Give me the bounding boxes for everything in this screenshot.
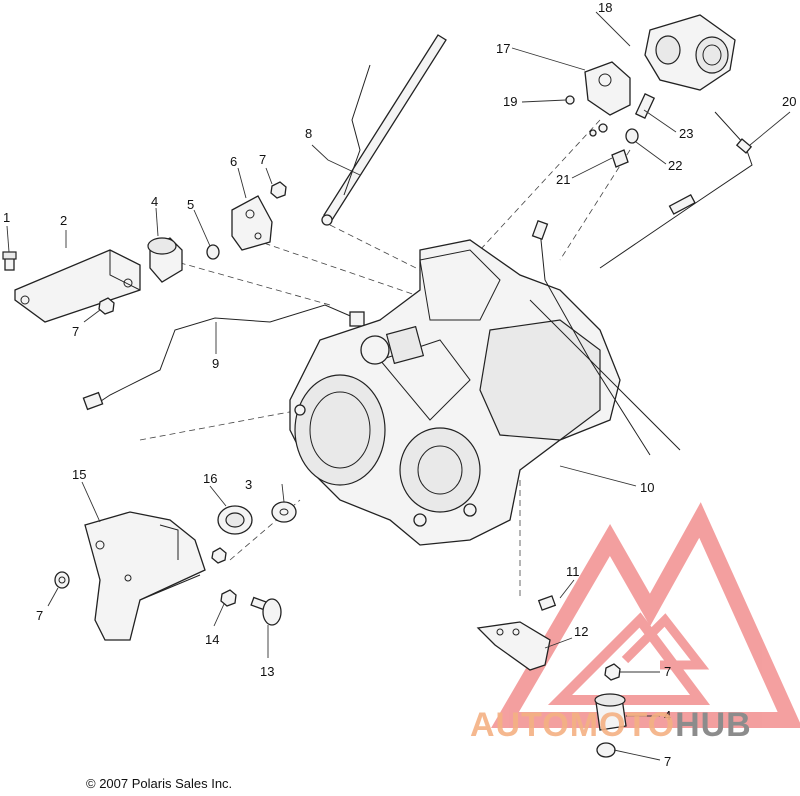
callout-18: 18 — [598, 0, 612, 15]
part-20-throttle-cable — [599, 111, 753, 269]
callout-10: 10 — [640, 480, 654, 495]
callout-15: 15 — [72, 467, 86, 482]
part-5-spacer — [206, 244, 220, 260]
callout-3: 3 — [245, 477, 252, 492]
watermark-text: AUTOMOTOHUB — [470, 708, 752, 742]
part-23-sensor — [589, 93, 656, 137]
callout-11: 11 — [566, 564, 580, 579]
part-16-rubber-mount — [217, 505, 253, 535]
leader-lines — [6, 11, 791, 761]
callout-7c: 7 — [36, 608, 43, 623]
callout-9: 9 — [212, 356, 219, 371]
part-7-nut-d — [604, 663, 621, 681]
part-4-mount-a — [147, 237, 183, 283]
callout-5: 5 — [187, 197, 194, 212]
copyright-notice: © 2007 Polaris Sales Inc. — [86, 776, 233, 791]
callout-17: 17 — [496, 41, 510, 56]
callout-7a: 7 — [259, 152, 266, 167]
part-12-bracket — [476, 621, 551, 671]
callout-1: 1 — [3, 210, 10, 225]
callout-8: 8 — [305, 126, 312, 141]
callout-13: 13 — [260, 664, 274, 679]
part-4-mount-b — [594, 693, 627, 731]
part-3-washer — [271, 501, 297, 523]
part-6-bracket — [231, 195, 273, 251]
part-2-bracket — [14, 249, 141, 323]
callout-23: 23 — [679, 126, 693, 141]
watermark-text-auto: AUTOMOTO — [470, 706, 676, 744]
part-13-knob — [250, 596, 282, 626]
engine-cables — [529, 219, 681, 456]
callout-19: 19 — [503, 94, 517, 109]
part-8-rod — [321, 34, 447, 226]
callout-7b: 7 — [72, 324, 79, 339]
callout-22: 22 — [668, 158, 682, 173]
assembly-lines — [139, 119, 631, 600]
part-7-nut-b — [270, 181, 287, 199]
part-19-screw — [565, 95, 575, 105]
part-7-nut-c — [54, 571, 70, 589]
part-14-nut — [211, 547, 237, 607]
part-17-throttle-housing — [584, 61, 631, 116]
watermark-logo — [491, 502, 800, 728]
part-9-cable — [82, 304, 365, 411]
callout-14: 14 — [205, 632, 219, 647]
callout-6: 6 — [230, 154, 237, 169]
callout-2: 2 — [60, 213, 67, 228]
callout-12: 12 — [574, 624, 588, 639]
part-21-clip — [611, 149, 629, 168]
part-18-throttle-body — [644, 14, 736, 91]
callout-21: 21 — [556, 172, 570, 187]
part-7-nut-e — [596, 742, 616, 758]
part-11-bolt — [537, 595, 557, 611]
callout-20: 20 — [782, 94, 796, 109]
part-22-fitting — [625, 128, 639, 144]
watermark-text-hub: HUB — [675, 706, 752, 744]
part-10-engine — [289, 239, 621, 546]
callout-labels: 1 2 3 4 4 5 6 7 7 7 7 7 8 9 10 11 12 13 … — [3, 0, 796, 769]
callout-4a: 4 — [151, 194, 158, 209]
part-7-nut-a — [98, 297, 115, 315]
callout-7d: 7 — [664, 664, 671, 679]
callout-4b: 4 — [664, 708, 671, 723]
part-1-bolt — [2, 251, 17, 271]
callout-16: 16 — [203, 471, 217, 486]
part-15-mount-bracket — [84, 511, 206, 641]
callout-7e: 7 — [664, 754, 671, 769]
